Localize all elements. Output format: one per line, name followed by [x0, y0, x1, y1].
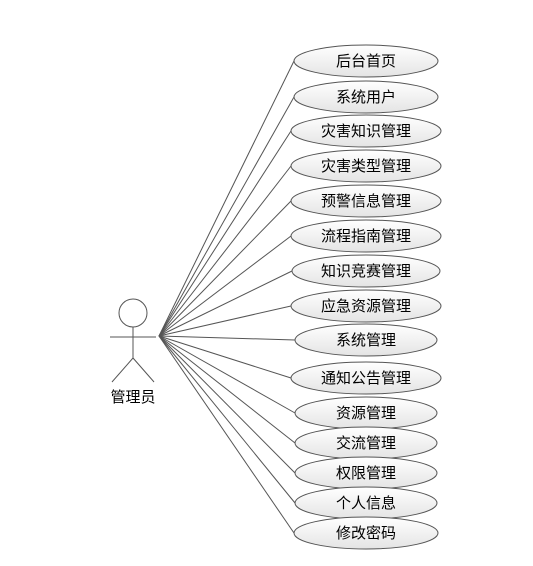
use-case-label: 权限管理	[336, 464, 396, 482]
use-case-ellipse	[293, 80, 439, 114]
use-case-warning-info[interactable]: 预警信息管理	[290, 184, 442, 218]
actor-admin[interactable]: 管理员	[110, 298, 156, 406]
use-case-label: 流程指南管理	[321, 227, 411, 245]
association-line-emergency-resources	[158, 305, 292, 337]
use-case-label: 修改密码	[336, 524, 396, 542]
use-case-ellipse	[291, 254, 441, 288]
use-case-ellipse	[290, 184, 442, 218]
use-case-label: 应急资源管理	[321, 297, 411, 315]
use-case-list: 后台首页系统用户灾害知识管理灾害类型管理预警信息管理流程指南管理知识竞赛管理应急…	[290, 44, 442, 550]
use-case-label: 灾害知识管理	[321, 122, 411, 140]
use-case-disaster-knowledge[interactable]: 灾害知识管理	[290, 114, 442, 148]
use-case-ellipse	[290, 219, 442, 253]
use-case-label: 预警信息管理	[321, 192, 411, 210]
association-lines	[158, 60, 296, 534]
use-case-process-guide[interactable]: 流程指南管理	[290, 219, 442, 253]
stick-figure-icon	[110, 298, 156, 383]
use-case-label: 交流管理	[336, 434, 396, 452]
association-line-system-users	[158, 96, 295, 337]
association-line-resources	[158, 335, 296, 414]
use-case-label: 灾害类型管理	[321, 157, 411, 175]
use-case-label: 系统管理	[336, 331, 396, 349]
use-case-ellipse	[290, 114, 442, 148]
use-case-resources[interactable]: 资源管理	[294, 396, 438, 430]
use-case-ellipse	[290, 361, 442, 395]
use-case-ellipse	[293, 44, 439, 78]
association-line-disaster-knowledge	[158, 130, 292, 337]
association-line-permissions	[158, 335, 296, 474]
use-case-label: 个人信息	[336, 494, 396, 512]
association-line-warning-info	[158, 200, 292, 337]
use-case-change-password[interactable]: 修改密码	[293, 516, 439, 550]
use-case-ellipse	[290, 149, 442, 183]
association-line-personal-info	[158, 335, 296, 504]
use-case-communication[interactable]: 交流管理	[294, 426, 438, 460]
use-case-label: 知识竞赛管理	[321, 262, 411, 280]
use-case-notices[interactable]: 通知公告管理	[290, 361, 442, 395]
association-line-change-password	[158, 335, 295, 534]
association-line-system-management	[158, 335, 296, 341]
actor-name: 管理员	[110, 388, 155, 406]
association-line-process-guide	[158, 235, 292, 337]
association-line-notices	[158, 335, 292, 379]
use-case-emergency-resources[interactable]: 应急资源管理	[290, 289, 442, 323]
use-case-label: 资源管理	[336, 404, 396, 422]
use-case-label: 后台首页	[336, 52, 396, 70]
use-case-dashboard[interactable]: 后台首页	[293, 44, 439, 78]
association-line-communication	[158, 335, 296, 444]
use-case-ellipse	[290, 289, 442, 323]
use-case-label: 系统用户	[336, 88, 396, 106]
use-case-system-users[interactable]: 系统用户	[293, 80, 439, 114]
use-case-disaster-types[interactable]: 灾害类型管理	[290, 149, 442, 183]
use-case-system-management[interactable]: 系统管理	[294, 323, 438, 357]
use-case-ellipse	[294, 323, 438, 357]
use-case-label: 通知公告管理	[321, 369, 411, 387]
association-line-knowledge-contest	[158, 270, 293, 337]
use-case-personal-info[interactable]: 个人信息	[294, 486, 438, 520]
use-case-knowledge-contest[interactable]: 知识竞赛管理	[291, 254, 441, 288]
use-case-ellipse	[293, 516, 439, 550]
association-line-dashboard	[158, 60, 295, 337]
association-line-disaster-types	[158, 165, 292, 337]
use-case-permissions[interactable]: 权限管理	[294, 456, 438, 490]
